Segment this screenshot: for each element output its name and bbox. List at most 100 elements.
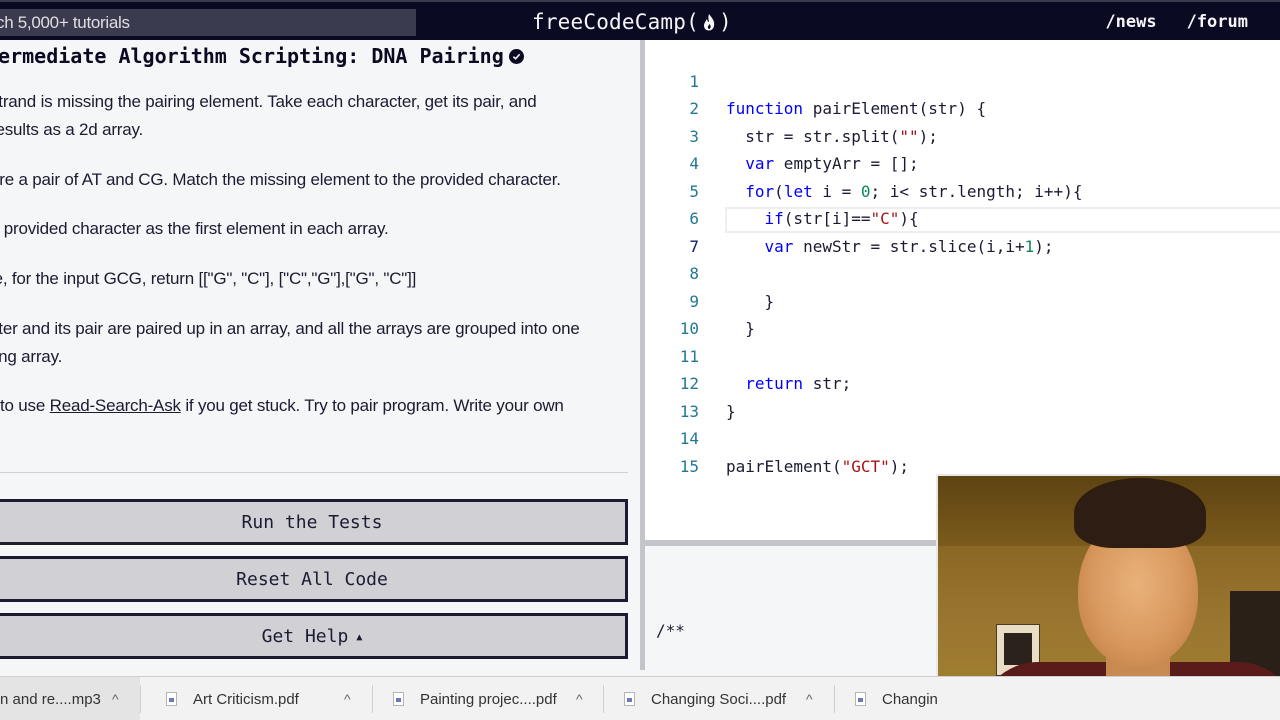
code-line-active[interactable]: 7 — [645, 205, 1280, 256]
download-filename: n and re....mp3 — [0, 690, 101, 708]
download-item[interactable]: Changing Soci....pdf ^ — [624, 677, 830, 720]
number-literal: 1 — [1024, 236, 1035, 256]
paragraph-line: results as a 2d array. — [0, 120, 144, 139]
reset-code-button[interactable]: Reset All Code — [0, 556, 628, 602]
code-text: ; i< str.length; i++){ — [870, 181, 1083, 201]
code-text: ){ — [899, 209, 919, 228]
code-line: 10 — [645, 288, 1280, 338]
download-filename: Changing Soci....pdf — [651, 690, 787, 708]
code-line: 6 var newStr = str.slice(i,i+1); — [645, 178, 1280, 256]
paragraph-line: ting array. — [0, 347, 63, 366]
code-line: 13 — [645, 370, 1280, 421]
code-line: 15 — [645, 425, 1280, 476]
challenge-title: termediate Algorithm Scripting: DNA Pair… — [0, 44, 524, 68]
line-number: 5 — [689, 181, 699, 201]
freecodecamp-logo[interactable]: freeCodeCamp( ) — [532, 6, 732, 38]
download-item[interactable]: Art Criticism.pdf ^ — [166, 677, 370, 720]
chevron-up-icon[interactable]: ^ — [806, 691, 813, 707]
get-help-label: Get Help — [261, 625, 349, 647]
code-text: emptyArr = []; — [774, 154, 919, 173]
download-item[interactable]: Painting projec....pdf ^ — [393, 677, 599, 720]
top-navbar: ch 5,000+ tutorials freeCodeCamp( ) /new… — [0, 0, 1280, 40]
description-paragraph: strand is missing the pairing element. T… — [0, 88, 640, 144]
line-number: 15 — [679, 456, 699, 476]
line-number: 9 — [689, 291, 699, 311]
paragraph-line: cter and its pair are paired up in an ar… — [0, 319, 580, 338]
pdf-file-icon — [855, 692, 866, 706]
challenge-title-text: termediate Algorithm Scripting: DNA Pair… — [0, 44, 504, 68]
code-text: str; — [803, 374, 852, 393]
caret-up-icon: ▲ — [356, 631, 363, 643]
code-text: (str[i]== — [783, 209, 871, 228]
string-literal: "C" — [870, 209, 900, 228]
flame-icon — [703, 14, 715, 31]
description-paragraph: cter and its pair are paired up in an ar… — [0, 315, 640, 371]
code-line: 9 } — [645, 260, 1280, 339]
download-separator — [603, 685, 604, 713]
code-line: 14 pairElement("GCT"); — [645, 398, 1280, 476]
code-text: } — [726, 319, 755, 338]
code-text: str = str.split( — [726, 126, 900, 146]
presenter-hair — [1074, 478, 1206, 548]
nav-link-forum[interactable]: /forum — [1186, 12, 1248, 32]
code-text: ); — [889, 456, 910, 476]
keyword: if — [726, 209, 784, 228]
line-number: 2 — [689, 99, 699, 118]
paragraph-line: are a pair of AT and CG. Match the missi… — [0, 170, 561, 189]
vertical-pane-splitter[interactable] — [640, 40, 645, 670]
code-text: pairElement(str) { — [803, 99, 987, 118]
code-line: 4 for(let i = 0; i< str.length; i++){ — [645, 123, 1280, 201]
nav-link-news[interactable]: /news — [1105, 12, 1157, 32]
get-help-button[interactable]: Get Help ▲ — [0, 613, 628, 659]
code-text: } — [726, 401, 736, 421]
code-line: 3 var emptyArr = []; — [645, 95, 1280, 174]
code-line: 2 str = str.split(""); — [645, 68, 1280, 146]
run-tests-button[interactable]: Run the Tests — [0, 499, 628, 545]
pdf-file-icon — [166, 692, 177, 706]
nav-links: /news /forum — [1105, 2, 1248, 42]
line-number: 6 — [689, 209, 699, 228]
code-text: ); — [1034, 236, 1054, 256]
line-number: 13 — [679, 401, 699, 421]
brand-text-close: ) — [718, 10, 732, 34]
line-number: 12 — [679, 374, 699, 393]
pdf-file-icon — [624, 692, 635, 706]
completed-check-icon — [508, 48, 524, 64]
chevron-up-icon[interactable]: ^ — [112, 691, 119, 707]
search-input[interactable]: ch 5,000+ tutorials — [0, 9, 416, 36]
download-separator — [834, 685, 835, 713]
description-paragraph: e provided character as the first elemen… — [0, 215, 640, 243]
download-item[interactable]: n and re....mp3 ^ — [0, 677, 140, 720]
pdf-file-icon — [393, 692, 404, 706]
line-number: 7 — [689, 236, 699, 256]
string-literal: "" — [899, 126, 919, 146]
paragraph-text: if you get stuck. Try to pair program. W… — [180, 396, 564, 415]
keyword: return — [726, 374, 804, 393]
download-filename: Changin — [882, 690, 938, 708]
paragraph-line: strand is missing the pairing element. T… — [0, 92, 537, 111]
read-search-ask-link[interactable]: Read-Search-Ask — [49, 396, 181, 415]
code-line: 5 if(str[i]=="C"){ — [645, 150, 1280, 229]
reset-code-label: Reset All Code — [236, 568, 388, 590]
run-tests-label: Run the Tests — [241, 511, 383, 533]
chevron-up-icon[interactable]: ^ — [344, 691, 351, 707]
line-number: 1 — [689, 71, 699, 91]
download-separator — [372, 685, 373, 713]
code-editor[interactable]: 1 function pairElement(str) { 2 str = st… — [645, 40, 1280, 540]
code-text: newStr = str.slice(i,i+ — [793, 236, 1025, 256]
line-number: 4 — [689, 154, 699, 173]
download-item[interactable]: Changin — [855, 677, 945, 720]
search-placeholder: ch 5,000+ tutorials — [0, 12, 130, 32]
code-line: 1 function pairElement(str) { — [645, 40, 1280, 119]
description-help-paragraph: r to use Read-Search-Ask if you get stuc… — [0, 392, 640, 420]
downloads-bar: n and re....mp3 ^ Art Criticism.pdf ^ Pa… — [0, 676, 1280, 720]
paragraph-text: r to use — [0, 396, 46, 415]
instructions-panel: termediate Algorithm Scripting: DNA Pair… — [0, 40, 640, 670]
code-line: 12 } — [645, 343, 1280, 421]
line-number: 14 — [679, 429, 699, 448]
chevron-up-icon[interactable]: ^ — [576, 691, 583, 707]
keyword: var — [726, 236, 794, 256]
output-line: /** — [656, 621, 685, 640]
brand-text: freeCodeCamp( — [532, 10, 699, 34]
download-filename: Art Criticism.pdf — [193, 690, 299, 708]
